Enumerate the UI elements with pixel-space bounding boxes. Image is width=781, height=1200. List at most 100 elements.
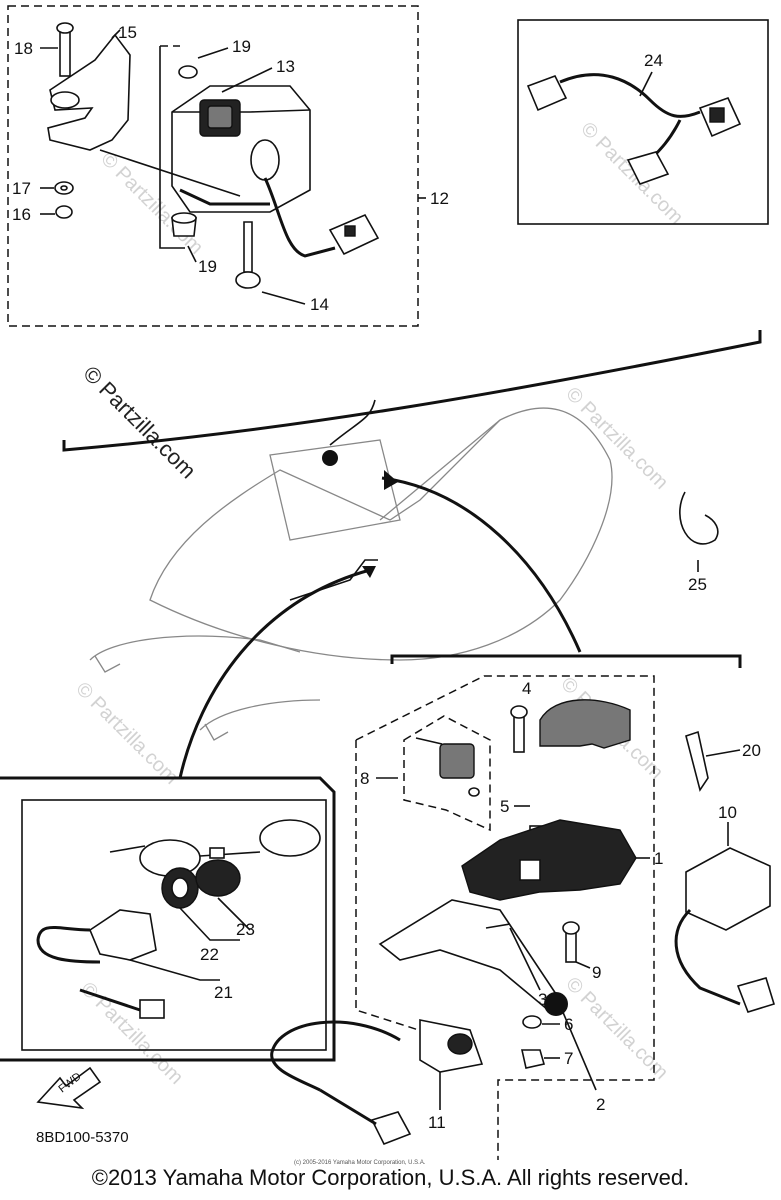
harness-wire-24 (559, 73, 701, 118)
switch-connector (139, 999, 165, 1019)
leader-line (561, 1009, 597, 1091)
housing-edge (172, 109, 311, 113)
switch-wire (79, 988, 141, 1012)
lever-knob (544, 992, 568, 1016)
inset-box-21 (21, 799, 327, 1051)
windshield (269, 439, 401, 541)
arrow-head (362, 566, 376, 578)
bolt-18 (59, 27, 71, 77)
leader-line (575, 961, 591, 969)
callout-4: 4 (522, 679, 531, 698)
sensor-wire (319, 1088, 377, 1126)
heater-switch-assembly-group: 12 18 15 17 16 19 13 (7, 5, 449, 327)
callout-2: 2 (596, 1095, 605, 1114)
washer-hole (60, 185, 68, 191)
callout-15: 15 (118, 23, 137, 42)
callout-5: 5 (500, 797, 509, 816)
screw-3 (485, 923, 511, 929)
connector-pin (344, 225, 356, 237)
leader-line (261, 291, 306, 305)
switch-mount-point (322, 450, 338, 466)
dashed-group-box-1 (355, 675, 655, 1160)
ski-right (199, 699, 321, 731)
emergency-stop-switch-group: 23 22 21 (0, 776, 336, 1062)
nut-16 (55, 205, 73, 219)
dashed-group-box-12 (7, 5, 419, 327)
leader-line (179, 897, 251, 941)
cable-to-hood (329, 399, 376, 446)
callout-22: 22 (200, 945, 219, 964)
bolt-head (510, 705, 528, 719)
fwd-arrow: FWD (36, 1066, 102, 1110)
grommet-rim (171, 212, 197, 224)
callout-21: 21 (214, 983, 233, 1002)
kill-switch-cable-arrow (178, 568, 371, 779)
callout-13: 13 (276, 57, 295, 76)
screw-8 (415, 737, 443, 745)
leader-line (111, 29, 121, 39)
leader-line (705, 749, 741, 757)
watermark-text: © Partzilla.com (561, 973, 672, 1084)
callout-17: 17 (12, 179, 31, 198)
callout-18: 18 (14, 39, 33, 58)
callout-24: 24 (644, 51, 663, 70)
tether-clip (209, 847, 225, 859)
switch-cable-boss (250, 139, 280, 181)
callout-11: 11 (428, 1113, 446, 1132)
switch-body-21 (89, 909, 157, 961)
grip-connector (736, 977, 775, 1013)
seat-edge (379, 419, 501, 521)
throttle-housing-1 (461, 819, 637, 901)
copyright-footer: ©2013 Yamaha Motor Corporation, U.S.A. A… (91, 1165, 690, 1190)
group-bracket-line (159, 46, 185, 249)
watermarks: © Partzilla.com © Partzilla.com © Partzi… (71, 118, 687, 1089)
callout-3: 3 (538, 990, 547, 1009)
bolt-head (562, 921, 580, 935)
sensor-wire (270, 1020, 401, 1092)
switch-wire (263, 177, 336, 258)
housing-boss (519, 859, 541, 881)
ski-tip (204, 723, 229, 741)
callout-14: 14 (310, 295, 329, 314)
bracket-hole (50, 91, 80, 109)
throttle-cable-arrow (381, 476, 582, 653)
throttle-cover (539, 699, 631, 749)
sensor-connector (370, 1111, 412, 1146)
inset-box-24 (517, 19, 769, 225)
leader-line (129, 959, 220, 981)
alignment-line (99, 149, 241, 197)
throttle-lever-2 (378, 899, 562, 1012)
screw-14 (243, 221, 253, 273)
leader-line (639, 71, 653, 97)
washer-6 (522, 1015, 542, 1029)
callout-10: 10 (718, 803, 737, 822)
leader-line (187, 245, 197, 263)
switch-knob-top (207, 105, 233, 129)
callout-bracket-line-top (62, 330, 762, 452)
tether-cord (109, 845, 261, 857)
ski-tip (94, 655, 121, 673)
spring-8 (468, 787, 480, 797)
cable-tie-20 (685, 730, 709, 792)
callout-9: 9 (592, 963, 601, 982)
grip-wire (674, 908, 741, 1006)
callout-23: 23 (236, 920, 255, 939)
callout-16: 16 (12, 205, 31, 224)
callout-19-bottom: 19 (198, 257, 217, 276)
screw-head (235, 271, 261, 289)
nut-hole (171, 877, 189, 899)
tiny-copyright-notice: (c) 2005-2016 Yamaha Motor Corporation, … (294, 1160, 426, 1166)
watermark-text: © Partzilla.com (561, 383, 672, 494)
callout-bracket-line-left (0, 776, 336, 1062)
callout-8: 8 (360, 769, 369, 788)
arrow-head (384, 470, 398, 490)
leader-line (221, 67, 273, 93)
throttle-housing-group: 8 4 5 1 2 3 9 (270, 654, 775, 1160)
dashed-group-box-edge (355, 740, 451, 1041)
clip-group: 25 (679, 491, 719, 594)
switch-wire (36, 926, 101, 964)
callout-19-top: 19 (232, 37, 251, 56)
callout-6: 6 (564, 1015, 573, 1034)
